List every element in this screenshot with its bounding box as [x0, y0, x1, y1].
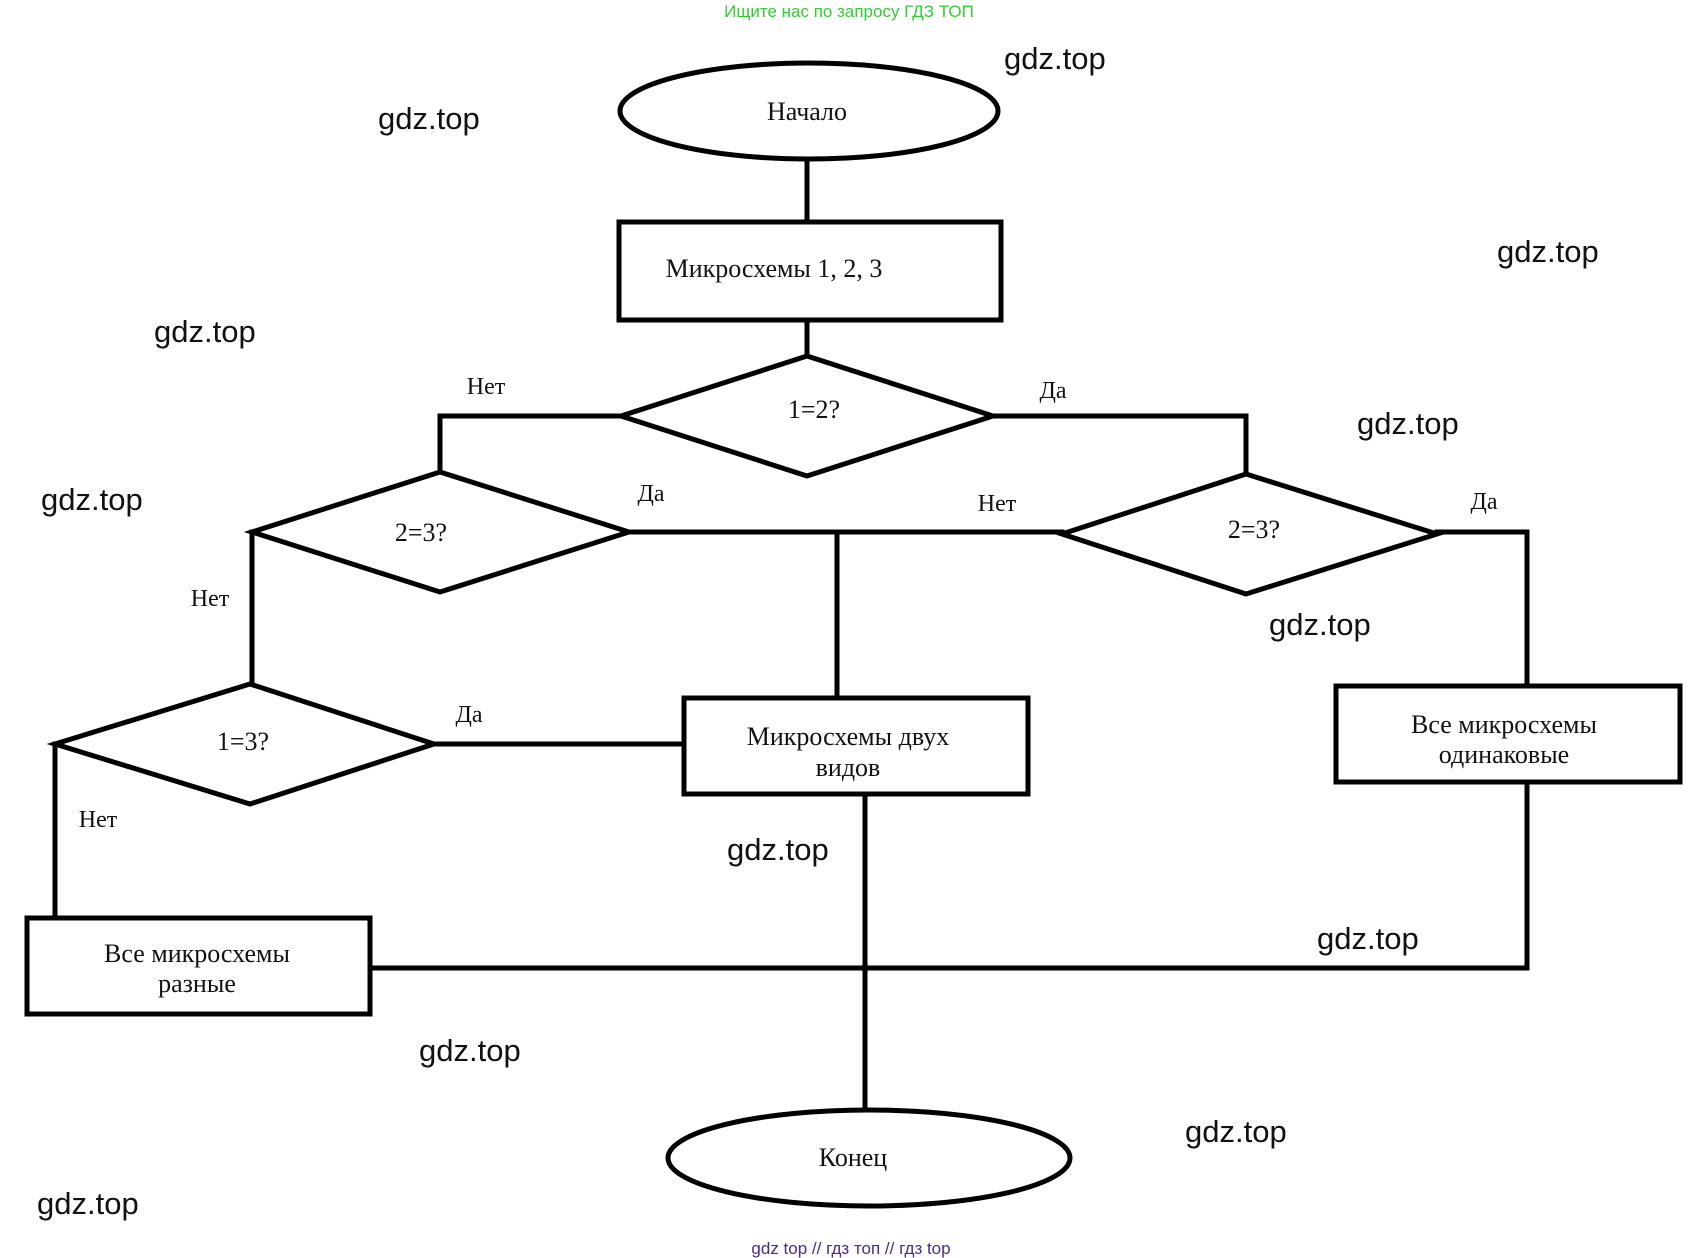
- edge-labels: Нет Да Да Нет Нет Да Да Нет: [79, 374, 1498, 833]
- edge-label-cond23r-no: Нет: [978, 491, 1017, 517]
- start-node: [617, 60, 1001, 162]
- all-same-label-line2: одинаковые: [1439, 740, 1569, 769]
- cond-1-2: [612, 353, 1002, 479]
- watermark: gdz.top: [1185, 1114, 1287, 1149]
- all-same-label-line1: Все микросхемы: [1411, 710, 1597, 739]
- top-banner: Ищите нас по запросу ГДЗ ТОП: [724, 2, 974, 21]
- edge-label-cond13-no: Нет: [79, 807, 118, 833]
- connector-cond23r-yes: [1434, 529, 1530, 689]
- edge-label-cond23r-yes: Да: [1470, 489, 1497, 515]
- watermarks: gdz.top gdz.top gdz.top gdz.top gdz.top …: [37, 41, 1599, 1221]
- connector-cond12-no: [437, 413, 624, 475]
- shapes: [24, 60, 1683, 1209]
- cond-2-3-right: [1053, 471, 1446, 597]
- two-kinds-node: [681, 695, 1031, 797]
- watermark: gdz.top: [41, 482, 143, 517]
- two-kinds-label-line1: Микросхемы двух: [747, 722, 949, 751]
- input-node: [616, 219, 1004, 323]
- watermark: gdz.top: [1004, 41, 1106, 76]
- all-diff-label-line1: Все микросхемы: [104, 939, 290, 968]
- cond-2-3-left-label: 2=3?: [395, 518, 447, 547]
- two-kinds-label-line2: видов: [816, 753, 881, 782]
- cond-1-3: [46, 681, 443, 807]
- watermark: gdz.top: [727, 832, 829, 867]
- end-node: [665, 1107, 1073, 1209]
- start-label: Начало: [767, 97, 847, 126]
- edge-label-cond23l-yes: Да: [637, 481, 664, 507]
- end-label: Конец: [819, 1143, 888, 1172]
- cond-1-2-label: 1=2?: [788, 395, 840, 424]
- cond-2-3-left: [243, 469, 638, 595]
- watermark: gdz.top: [1317, 921, 1419, 956]
- connector-bottom-horizontal: [367, 781, 1530, 971]
- bottom-banner: gdz top // гдз топ // гдз top: [751, 1239, 950, 1258]
- connector-cond12-yes: [990, 413, 1249, 477]
- watermark: gdz.top: [1357, 406, 1459, 441]
- edge-label-cond13-yes: Да: [455, 702, 482, 728]
- watermark: gdz.top: [37, 1186, 139, 1221]
- watermark: gdz.top: [378, 101, 480, 136]
- cond-1-3-label: 1=3?: [217, 727, 269, 756]
- watermark: gdz.top: [154, 314, 256, 349]
- all-diff-node: [24, 915, 373, 1017]
- edge-label-cond12-no: Нет: [467, 374, 506, 400]
- watermark: gdz.top: [419, 1033, 521, 1068]
- input-label: Микросхемы 1, 2, 3: [666, 254, 883, 283]
- all-same-node: [1333, 683, 1683, 785]
- watermark: gdz.top: [1269, 607, 1371, 642]
- all-diff-label-line2: разные: [158, 969, 236, 998]
- node-texts: Начало Микросхемы 1, 2, 3 1=2? 2=3? 2=3?…: [104, 97, 1597, 1172]
- connectors: [52, 157, 1530, 1115]
- edge-label-cond12-yes: Да: [1039, 378, 1066, 404]
- cond-2-3-right-label: 2=3?: [1228, 515, 1280, 544]
- edge-label-cond23l-no: Нет: [191, 586, 230, 612]
- watermark: gdz.top: [1497, 234, 1599, 269]
